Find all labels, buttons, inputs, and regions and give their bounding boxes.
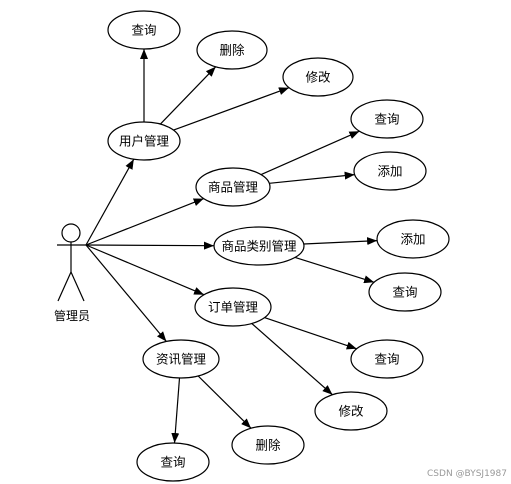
use-case-ellipse (353, 151, 427, 191)
actor-left-leg (57, 271, 72, 302)
use-case-news-mgmt: 资讯管理 (142, 339, 220, 379)
use-case-ellipse (350, 339, 424, 379)
use-case-label: 用户管理 (119, 134, 170, 149)
edge-category-mgmt-to-category-add (303, 237, 378, 246)
edge-goods-mgmt-to-goods-query (260, 130, 360, 176)
use-case-label: 修改 (338, 404, 364, 419)
actor-head (61, 223, 81, 243)
use-case-category-add: 添加 (376, 219, 450, 259)
use-case-label: 修改 (305, 70, 331, 85)
edge-actor-to-user-mgmt (85, 158, 135, 246)
actor-admin: 管理员 (54, 223, 90, 323)
use-case-ellipse (196, 30, 268, 70)
use-case-news-delete: 删除 (231, 425, 305, 465)
use-case-ellipse (368, 272, 442, 312)
use-case-ellipse (195, 167, 271, 207)
edge-user-mgmt-to-user-modify (173, 87, 290, 131)
use-case-ellipse (136, 442, 210, 482)
use-case-ellipse (194, 287, 272, 327)
use-case-news-query: 查询 (136, 442, 210, 482)
edge-order-mgmt-to-order-modify (251, 323, 333, 396)
use-case-user-delete: 删除 (196, 30, 268, 70)
use-case-ellipse (350, 99, 424, 139)
edge-news-mgmt-to-news-delete (197, 375, 252, 429)
use-case-ellipse (282, 57, 354, 97)
use-case-goods-add: 添加 (353, 151, 427, 191)
edge-user-mgmt-to-user-delete (159, 66, 217, 125)
use-case-ellipse (376, 219, 450, 259)
use-case-label: 查询 (392, 285, 417, 300)
use-case-order-modify: 修改 (314, 391, 388, 431)
nodes-layer: 用户管理查询删除修改商品管理查询添加商品类别管理添加查询订单管理查询修改资讯管理… (107, 10, 450, 482)
use-case-order-query: 查询 (350, 339, 424, 379)
edge-actor-to-order-mgmt (85, 244, 205, 296)
edge-actor-to-news-mgmt (85, 244, 167, 342)
use-case-category-mgmt: 商品类别管理 (213, 226, 305, 266)
use-case-label: 商品管理 (208, 180, 259, 195)
use-case-label: 删除 (219, 43, 245, 58)
use-case-goods-mgmt: 商品管理 (195, 167, 271, 207)
use-case-ellipse (314, 391, 388, 431)
use-case-label: 查询 (160, 455, 185, 470)
edge-actor-to-goods-mgmt (85, 198, 204, 246)
actor-right-leg (70, 271, 85, 302)
edge-actor-to-category-mgmt (85, 241, 215, 250)
edge-order-mgmt-to-order-query (264, 317, 357, 350)
use-case-user-mgmt: 用户管理 (107, 121, 181, 161)
use-case-ellipse (213, 226, 305, 266)
use-case-user-modify: 修改 (282, 57, 354, 97)
use-case-goods-query: 查询 (350, 99, 424, 139)
use-case-user-query: 查询 (107, 10, 181, 50)
use-case-label: 添加 (400, 232, 425, 247)
use-case-label: 删除 (255, 438, 281, 453)
use-case-label: 资讯管理 (156, 352, 207, 367)
use-case-category-query: 查询 (368, 272, 442, 312)
use-case-label: 订单管理 (208, 300, 259, 315)
use-case-ellipse (231, 425, 305, 465)
use-case-ellipse (107, 10, 181, 50)
edge-category-mgmt-to-category-query (294, 256, 375, 284)
use-case-label: 查询 (374, 352, 399, 367)
use-case-label: 商品类别管理 (221, 239, 297, 254)
edges-layer (85, 49, 378, 444)
edge-news-mgmt-to-news-query (171, 377, 181, 444)
use-case-ellipse (142, 339, 220, 379)
use-case-label: 添加 (377, 164, 402, 179)
use-case-label: 查询 (374, 112, 399, 127)
actor-label: 管理员 (54, 308, 90, 323)
use-case-order-mgmt: 订单管理 (194, 287, 272, 327)
use-case-label: 查询 (131, 23, 156, 38)
edge-goods-mgmt-to-goods-add (269, 171, 355, 184)
watermark: CSDN @BYSJ1987 (427, 469, 507, 479)
use-case-ellipse (107, 121, 181, 161)
